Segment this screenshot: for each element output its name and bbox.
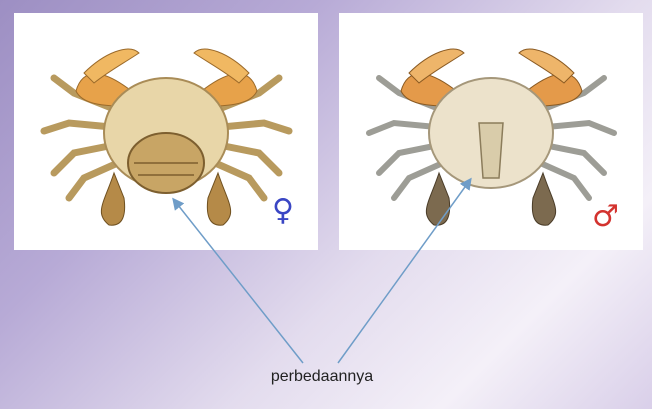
caption: perbedaannya — [252, 368, 392, 386]
female-symbol: ♀ — [272, 196, 294, 226]
male-crab-photo: ♂ — [339, 13, 643, 250]
male-symbol: ♂ — [592, 202, 619, 232]
female-crab-photo: ♀ — [14, 13, 318, 250]
